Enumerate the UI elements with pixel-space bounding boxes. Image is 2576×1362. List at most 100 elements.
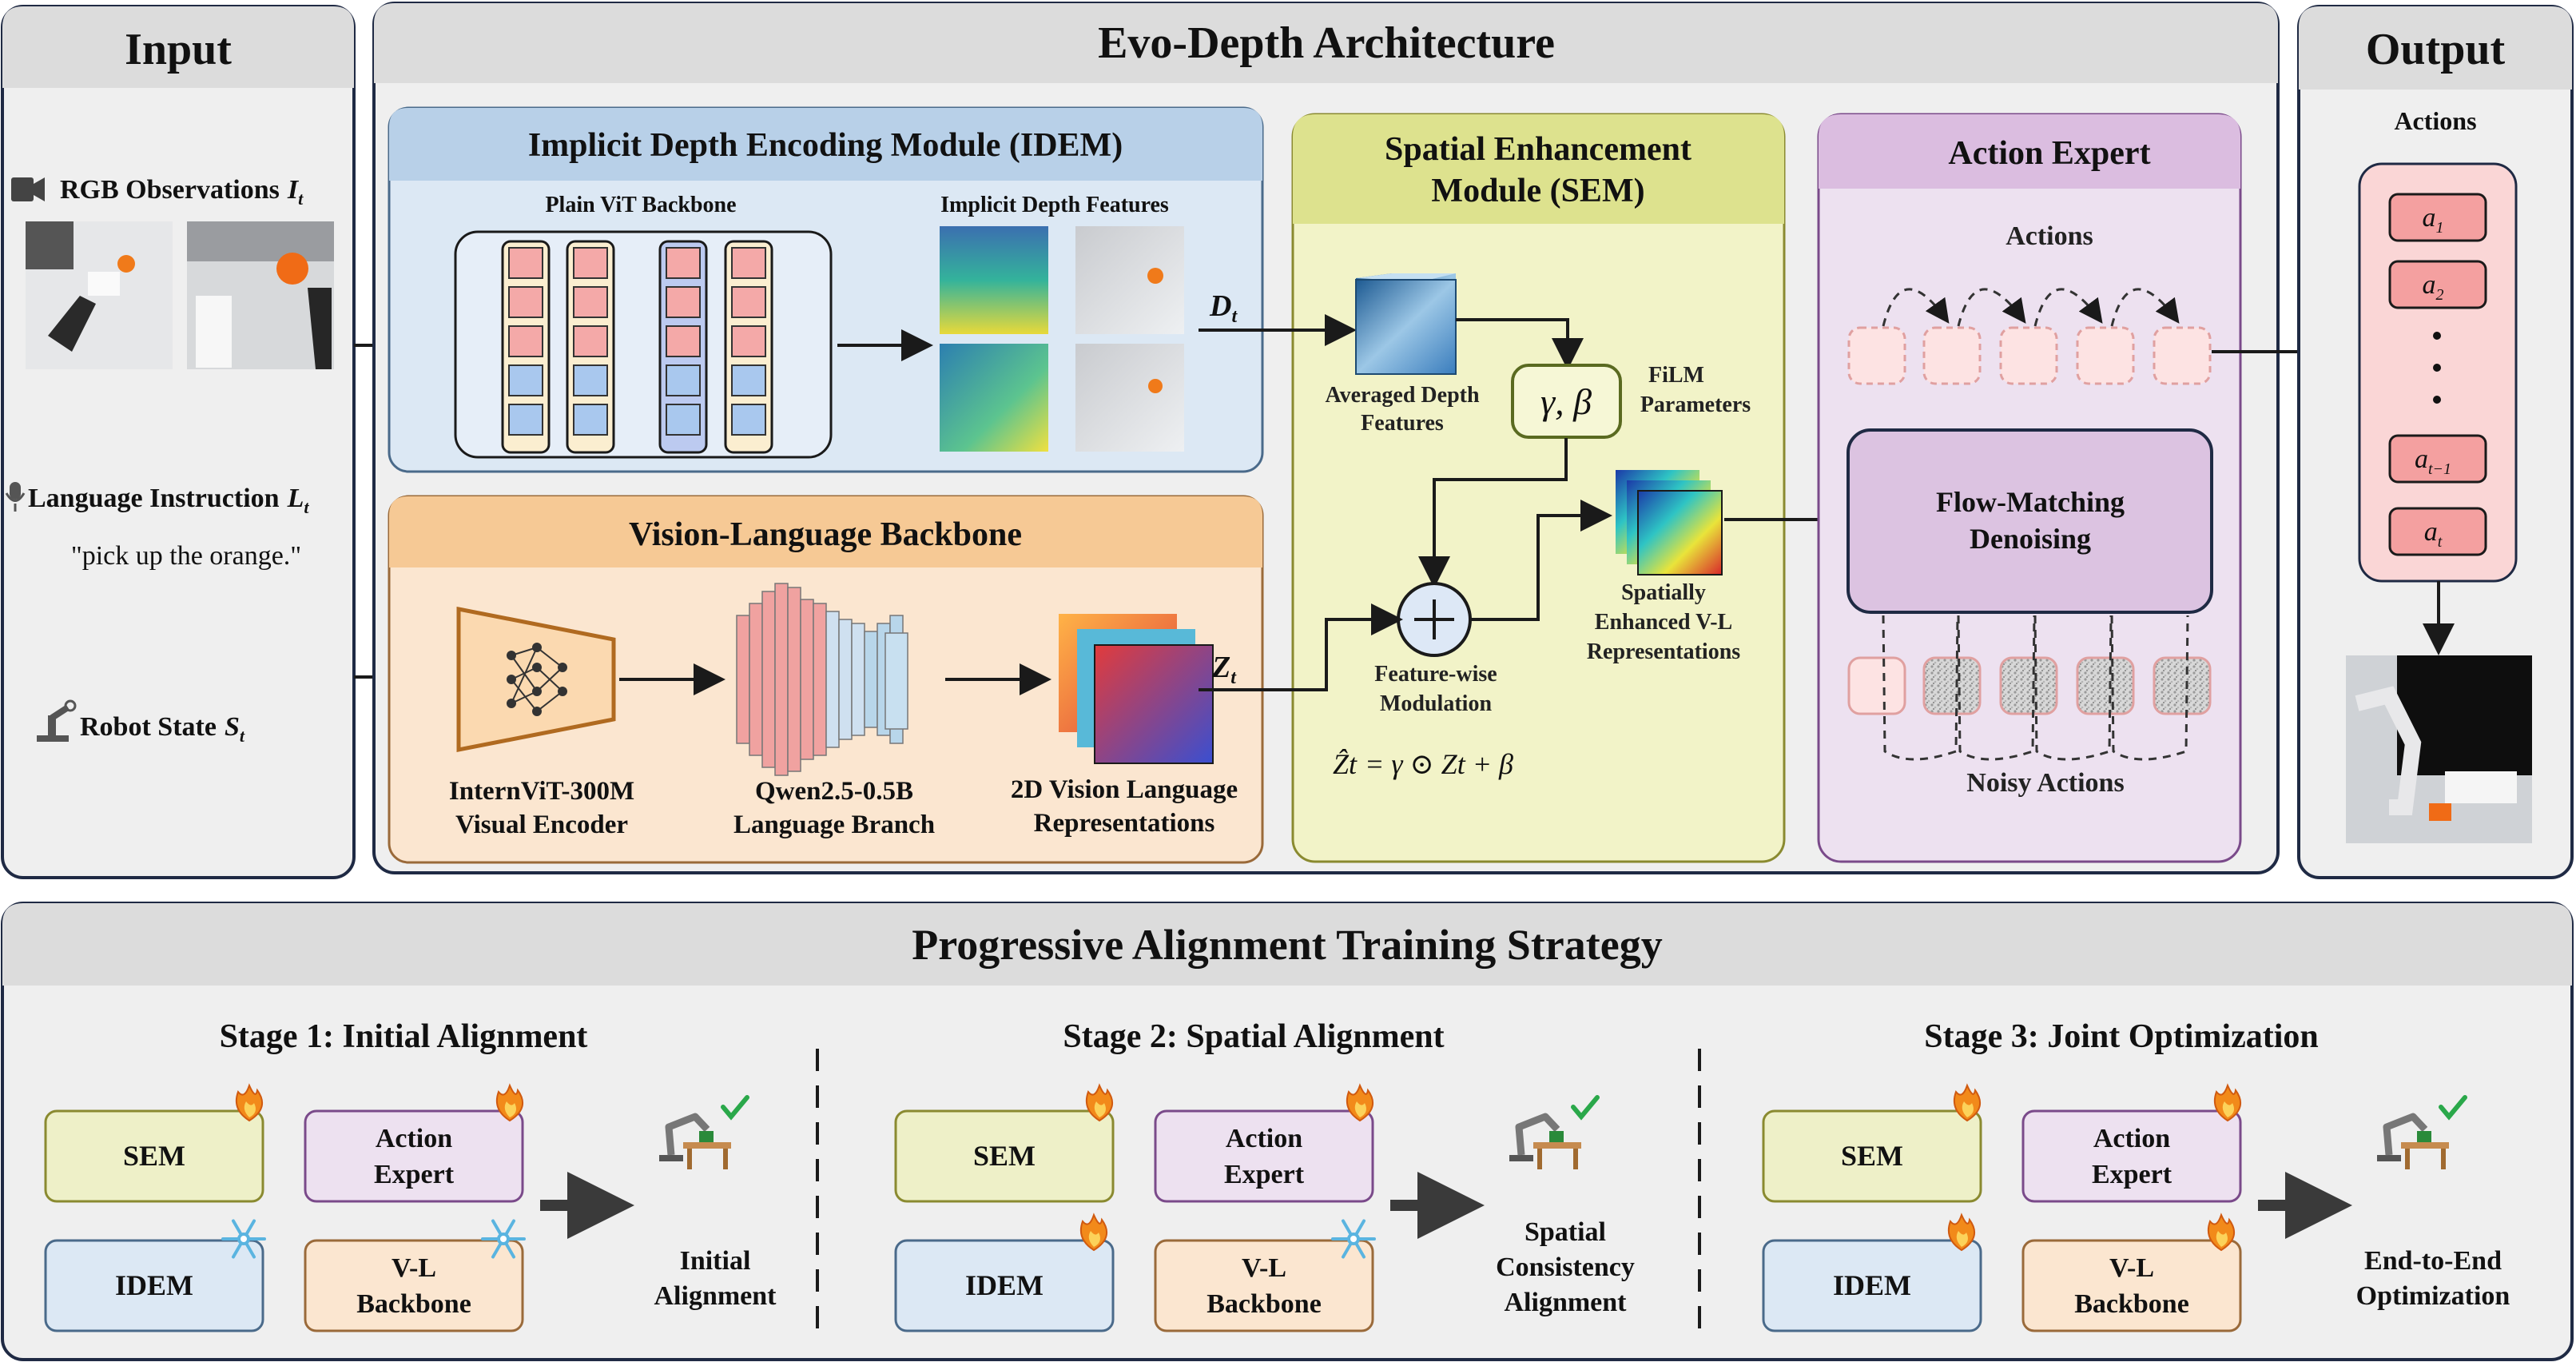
noise-flow-line	[2033, 615, 2113, 761]
film-parameters-box	[1511, 364, 1622, 439]
svg-text:Zt: Zt	[1211, 651, 1237, 688]
denoise-step-arc	[1957, 288, 2026, 327]
llm-layer	[774, 583, 789, 776]
stage-vl-label-1: V-L	[392, 1253, 436, 1283]
output-action-label: a1	[2423, 203, 2444, 237]
language-model-stack	[736, 583, 908, 776]
output-action-label: at−1	[2415, 444, 2451, 478]
averaged-depth-cube	[1355, 273, 1457, 375]
vit-token	[508, 325, 543, 357]
stage-sem-label: SEM	[123, 1140, 185, 1172]
gamma-beta: γ, β	[1540, 381, 1592, 422]
vit-token	[731, 404, 766, 436]
depth-map-1	[940, 226, 1048, 334]
stage-sem-box	[1762, 1109, 1982, 1203]
depth-map-2	[940, 344, 1048, 452]
noisy-action-token	[1847, 656, 1906, 715]
sem-title: Spatial Enhancement	[1385, 131, 1691, 168]
svg-text:Ẑt= γ ⊙ Zt + β: Ẑt= γ ⊙ Zt + β	[1333, 748, 1513, 780]
vl-representation-stack	[1059, 614, 1214, 764]
fire-icon	[1085, 1083, 1114, 1122]
vit-token	[666, 364, 701, 396]
vit-token	[731, 325, 766, 357]
stage-sem-label: SEM	[1841, 1140, 1903, 1172]
action-token	[2153, 326, 2212, 385]
vit-token	[508, 247, 543, 279]
output-actions-label: Actions	[2394, 106, 2476, 135]
denoising-dashed-arcs	[1882, 288, 2189, 761]
stage-ae-label-1: Action	[376, 1124, 452, 1153]
output-action-token	[2388, 434, 2487, 484]
stage-result-label: Optimization	[2356, 1281, 2510, 1311]
enhanced-representation-stack	[1616, 470, 1723, 575]
input-title: Input	[125, 25, 232, 74]
vl-output-symbol: Z	[1211, 651, 1230, 684]
stage-vl-label-2: Backbone	[2074, 1289, 2189, 1319]
stage-ae-label-2: Expert	[2092, 1160, 2173, 1189]
equation: = γ ⊙ Zt + β	[1365, 748, 1513, 780]
rgb-label: RGB Observations	[60, 175, 280, 205]
stage-result-label: End-to-End	[2364, 1246, 2502, 1276]
noisy-action-tokens	[1847, 656, 2212, 715]
noise-flow-line	[2110, 615, 2189, 761]
architecture-panel: Evo-Depth Architecture Implicit Depth En…	[372, 2, 2351, 874]
vit-token	[573, 325, 608, 357]
stage-ae-label-1: Action	[1226, 1124, 1302, 1153]
llm-layer	[787, 587, 801, 772]
llm-layer	[851, 623, 865, 736]
vit-token	[573, 364, 608, 396]
vit-token	[666, 404, 701, 436]
llm-layer	[838, 619, 853, 740]
snowflake-icon	[481, 1219, 526, 1259]
ae-actions-label: Actions	[2006, 221, 2093, 251]
rgb-symbol: I	[287, 175, 300, 205]
vit-token	[731, 247, 766, 279]
stage-result-label: Alignment	[654, 1281, 777, 1311]
vit-token	[573, 286, 608, 318]
stage-idem-label: IDEM	[965, 1269, 1044, 1301]
action-token	[1999, 326, 2058, 385]
language-label: Language Instruction	[28, 484, 280, 513]
fire-icon	[1947, 1213, 1976, 1252]
denoise-step-arc	[2033, 288, 2103, 327]
stage-title: Stage 2: Spatial Alignment	[1063, 1018, 1444, 1055]
vit-token	[666, 247, 701, 279]
vit-token-columns	[501, 240, 773, 454]
feature-wise-modulation-op	[1397, 582, 1472, 657]
noisy-action-token	[2076, 656, 2135, 715]
stage-sem-box	[894, 1109, 1115, 1203]
action-token	[1922, 326, 1982, 385]
idem-title: Implicit Depth Encoding Module (IDEM)	[528, 127, 1123, 164]
action-token	[2076, 326, 2135, 385]
vit-token	[731, 286, 766, 318]
denoise-step-arc	[1882, 288, 1950, 327]
llm-layer	[749, 603, 763, 756]
flow-matching-box	[1847, 428, 2213, 614]
robot-arm-icon	[37, 699, 77, 742]
stage-action-expert-box	[1154, 1109, 1374, 1203]
output-action-label: at	[2424, 517, 2443, 551]
rgb-observation-image-2	[187, 221, 334, 369]
vit-token	[508, 286, 543, 318]
instruction-text: "pick up the orange."	[71, 541, 301, 571]
stage-title: Stage 3: Joint Optimization	[1924, 1018, 2318, 1055]
llm-layer	[885, 632, 908, 730]
snowflake-icon	[1331, 1219, 1376, 1259]
stage-vl-label-1: V-L	[2109, 1253, 2154, 1283]
vit-token	[508, 404, 543, 436]
llm-layer	[813, 603, 827, 756]
noisy-actions-label: Noisy Actions	[1966, 768, 2124, 798]
robot-task-icon	[659, 1095, 749, 1169]
architecture-title: Evo-Depth Architecture	[1098, 18, 1555, 68]
depth-features-label: Implicit Depth Features	[940, 193, 1169, 217]
